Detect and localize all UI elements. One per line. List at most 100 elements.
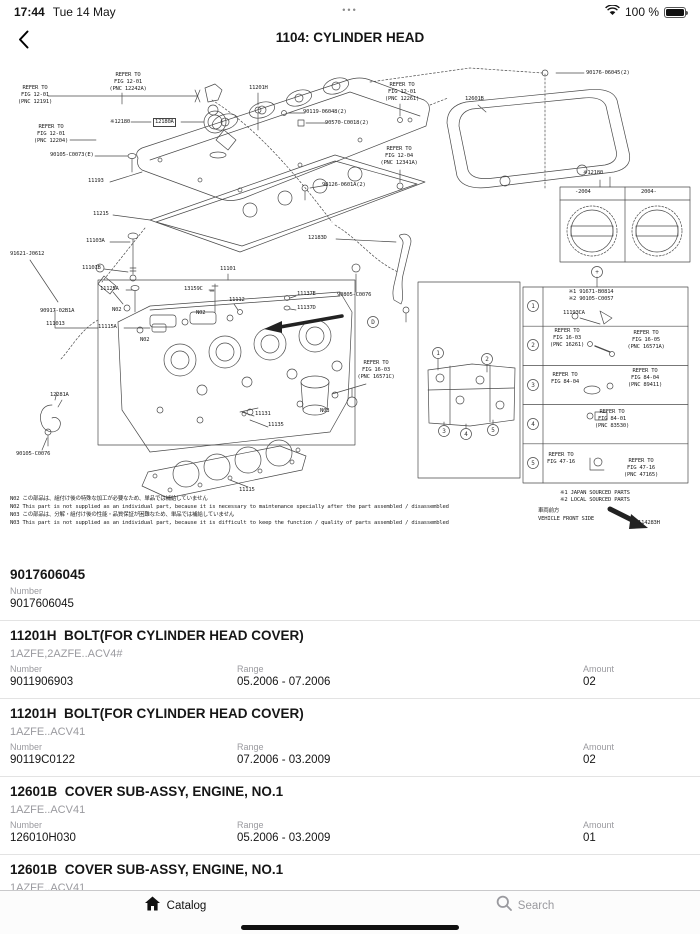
range-value: 07.2006 - 03.2009 <box>237 754 331 766</box>
part-row[interactable]: 9017606045 Number 9017606045 <box>0 560 700 621</box>
svg-text:3: 3 <box>442 428 446 435</box>
diagram-label: N03 <box>320 408 330 414</box>
diagram-label: 90805-C0076 <box>337 292 372 298</box>
diagram-label: ※12180 <box>110 119 130 125</box>
diagram-label: REFER TO FIG 12-01 (PNC 12242A) <box>109 72 147 92</box>
diagram-label: 90105-C0076 <box>16 451 51 457</box>
diagram-label: N02 <box>140 337 150 343</box>
tab-catalog[interactable]: Catalog <box>0 891 350 934</box>
diagram-marker <box>591 266 603 278</box>
svg-text:2: 2 <box>531 342 535 349</box>
diagram-marker <box>527 300 539 312</box>
diagram-label: REFER TO FIG 12-01 (PNC 12191) <box>17 85 53 105</box>
part-amount-col: Amount 02 <box>583 664 690 688</box>
diagram-label: 11201H <box>249 85 268 91</box>
diagram-label: 車両前方 <box>538 508 560 514</box>
diagram-label: 11112 <box>229 297 245 303</box>
number-label: Number <box>10 742 43 752</box>
part-row[interactable]: 11201H BOLT(FOR CYLINDER HEAD COVER) 1AZ… <box>0 621 700 699</box>
diagram-label: 11101 <box>220 266 236 272</box>
svg-text:3: 3 <box>531 382 535 389</box>
number-label: Number <box>10 586 43 596</box>
page-title: 1104: CYLINDER HEAD <box>275 30 425 45</box>
diagram-marker <box>460 428 472 440</box>
amount-label: Amount <box>583 820 615 830</box>
diagram-label: ※12180 <box>583 170 603 176</box>
diagram-marker <box>481 353 493 365</box>
part-row[interactable]: 12601B COVER SUB-ASSY, ENGINE, NO.1 1AZF… <box>0 777 700 855</box>
home-icon <box>144 896 161 916</box>
diagram-marker <box>432 347 444 359</box>
diagram-label: N02 この部品は、組付け後の特殊な加工が必要なため、単品では補給していません <box>10 496 208 502</box>
parts-list: 9017606045 Number 9017606045 11201H BOLT… <box>0 560 700 905</box>
part-amount-col: Amount 02 <box>583 742 690 766</box>
nav-bar: 1104: CYLINDER HEAD <box>0 24 700 54</box>
diagram-label: N02 <box>196 310 206 316</box>
multitasking-dots-icon: ••• <box>342 5 358 15</box>
diagram-label: 90126-0601A(2) <box>322 182 366 188</box>
status-time: 17:44 <box>14 5 45 19</box>
diagram-label: 2004- <box>641 189 657 195</box>
diagram-label: 11137D <box>297 305 316 311</box>
diagram-label: REFER TO FIG 16-03 (PNC 16261) <box>549 328 585 348</box>
part-range-col: Range 05.2006 - 07.2006 <box>237 664 583 688</box>
diagram-label: 12281A <box>50 392 69 398</box>
svg-text:5: 5 <box>531 460 535 467</box>
diagram-label: 11131 <box>255 411 271 417</box>
diagram-label: N02 <box>112 307 122 313</box>
tab-search[interactable]: Search <box>350 891 700 934</box>
svg-text:1: 1 <box>436 350 440 357</box>
diagram-label: 11135 <box>268 422 284 428</box>
diagram-marker <box>527 339 539 351</box>
diagram-marker <box>527 457 539 469</box>
part-range-col: Range 05.2006 - 03.2009 <box>237 820 583 844</box>
diagram-label: 114283H <box>638 520 660 526</box>
diagram-label: 12601B <box>465 96 484 102</box>
diagram-label: 11193CA <box>563 310 585 316</box>
svg-text:1: 1 <box>531 303 535 310</box>
range-label: Range <box>237 820 264 830</box>
home-indicator[interactable] <box>241 925 459 930</box>
amount-value: 02 <box>583 676 596 688</box>
diagram-label: 91621-J0612 <box>10 251 45 257</box>
part-range-col: Range 07.2006 - 03.2009 <box>237 742 583 766</box>
back-button[interactable] <box>12 28 34 50</box>
diagram-label: 11215 <box>93 211 109 217</box>
diagram-label: 11115 <box>239 487 255 493</box>
diagram-label: VEHICLE FRONT SIDE <box>538 516 595 522</box>
diagram-label: 11125A <box>100 286 119 292</box>
diagram-label: REFER TO FIG 12-01 (PNC 12261) <box>384 82 420 102</box>
diagram-label: -2004 <box>575 189 591 195</box>
part-variant: 1AZFE,2AZFE..ACV4# <box>10 648 123 660</box>
number-value: 126010H030 <box>10 832 76 844</box>
diagram-label: ※2 LOCAL SOURCED PARTS <box>560 497 630 503</box>
diagram-label: 12183D <box>308 235 327 241</box>
tab-bar: Catalog Search <box>0 890 700 934</box>
part-title: 11201H BOLT(FOR CYLINDER HEAD COVER) <box>10 628 304 643</box>
number-value: 90119C0122 <box>10 754 76 766</box>
part-title: 11201H BOLT(FOR CYLINDER HEAD COVER) <box>10 706 304 721</box>
svg-text:2: 2 <box>485 356 489 363</box>
diagram-label: REFER TO FIG 16-03 (PNC 16571C) <box>357 360 395 380</box>
diagram-label: N03 This part is not supplied as an indi… <box>10 520 449 526</box>
diagram-marker <box>487 424 499 436</box>
diagram-label: 90176-06045(2) <box>586 70 630 76</box>
wifi-icon <box>605 4 620 19</box>
diagram-label: 11193 <box>88 178 104 184</box>
diagram-label: N03 この部品は、分解・組付け後の性能・品質保証が困難なため、単品では補給して… <box>10 512 235 518</box>
part-row[interactable]: 11201H BOLT(FOR CYLINDER HEAD COVER) 1AZ… <box>0 699 700 777</box>
diagram-label: 90570-C0018(2) <box>325 120 369 126</box>
range-value: 05.2006 - 07.2006 <box>237 676 331 688</box>
diagram-label: REFER TO FIG 84-04 <box>550 372 579 385</box>
amount-label: Amount <box>583 742 615 752</box>
diagram-label: REFER TO FIG 12-01 (PNC 12204) <box>33 124 69 144</box>
status-date: Tue 14 May <box>52 5 116 19</box>
diagram-label: REFER TO FIG 47-16 <box>546 452 575 465</box>
part-title: 12601B COVER SUB-ASSY, ENGINE, NO.1 <box>10 784 284 799</box>
range-value: 05.2006 - 03.2009 <box>237 832 331 844</box>
part-number-col: Number 9017606045 <box>10 586 237 610</box>
part-variant: 1AZFE..ACV41 <box>10 726 86 738</box>
part-number-col: Number 9011906903 <box>10 664 237 688</box>
